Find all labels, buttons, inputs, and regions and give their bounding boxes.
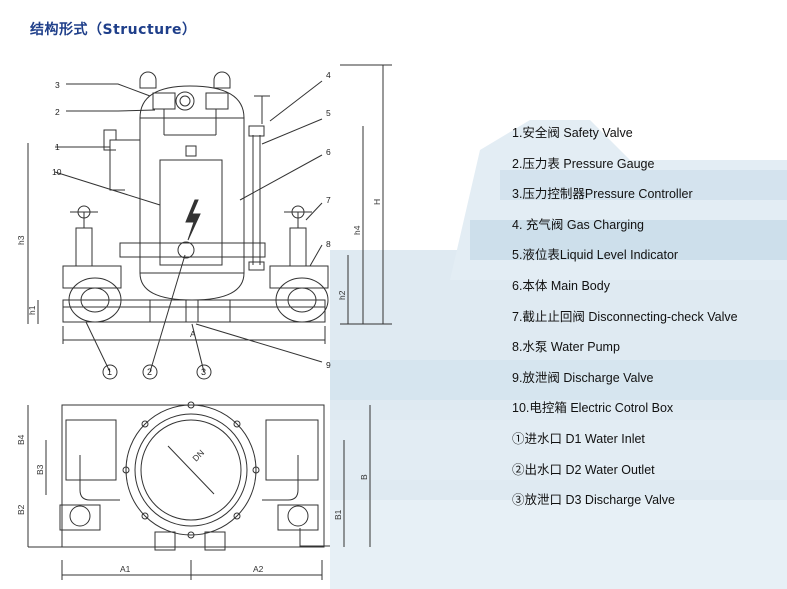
legend-item: 6.本体 Main Body: [512, 278, 610, 293]
legend-item: 7.截止止回阀 Disconnecting-check Valve: [512, 309, 738, 324]
svg-text:9: 9: [326, 360, 331, 370]
page-title: 结构形式（Structure）: [30, 22, 197, 38]
top-dimension-labels: B4 B3 B2 B1 B A1 A2 DN: [16, 434, 369, 574]
front-view: [27, 64, 392, 373]
svg-text:B2: B2: [16, 504, 26, 515]
svg-text:h2: h2: [337, 290, 347, 300]
svg-text:3: 3: [201, 367, 206, 377]
legend-item: 2.压力表 Pressure Gauge: [512, 156, 655, 171]
front-dimension-labels: h3 h1 A H h4 h2: [16, 199, 382, 339]
svg-text:A1: A1: [120, 564, 131, 574]
svg-text:A: A: [190, 329, 196, 339]
legend-item: ③放泄口 D3 Discharge Valve: [512, 493, 676, 508]
legend-item: 3.压力控制器Pressure Controller: [512, 187, 693, 202]
svg-text:7: 7: [326, 195, 331, 205]
legend-item: ①进水口 D1 Water Inlet: [512, 431, 645, 446]
svg-text:h1: h1: [27, 305, 37, 315]
svg-text:8: 8: [326, 239, 331, 249]
svg-text:1: 1: [107, 367, 112, 377]
svg-text:1: 1: [55, 142, 60, 152]
svg-text:B4: B4: [16, 434, 26, 445]
svg-text:B1: B1: [333, 509, 343, 520]
legend-item: ②出水口 D2 Water Outlet: [512, 462, 655, 477]
svg-text:6: 6: [326, 147, 331, 157]
circled-numbers: 1 2 3: [102, 364, 212, 380]
svg-text:2: 2: [55, 107, 60, 117]
svg-text:B3: B3: [35, 464, 45, 475]
svg-text:4: 4: [326, 70, 331, 80]
svg-text:H: H: [372, 199, 382, 205]
legend-item: 5.液位表Liquid Level Indicator: [512, 248, 679, 263]
svg-text:A2: A2: [253, 564, 264, 574]
svg-text:10: 10: [52, 167, 62, 177]
legend-item: 8.水泵 Water Pump: [512, 340, 620, 355]
svg-text:DN: DN: [190, 448, 206, 464]
legend-item: 1.安全阀 Safety Valve: [512, 126, 633, 140]
parts-legend: 1.安全阀 Safety Valve 2.压力表 Pressure Gauge …: [512, 122, 738, 520]
svg-text:B: B: [359, 474, 369, 480]
svg-text:h3: h3: [16, 235, 26, 245]
legend-item: 9.放泄阀 Discharge Valve: [512, 370, 654, 385]
top-view: [27, 401, 371, 580]
background-ship-image: [330, 120, 787, 589]
svg-text:2: 2: [147, 367, 152, 377]
svg-text:3: 3: [55, 80, 60, 90]
legend-item: 4. 充气阀 Gas Charging: [512, 217, 644, 232]
legend-item: 10.电控箱 Electric Cotrol Box: [512, 401, 674, 416]
svg-text:h4: h4: [352, 225, 362, 235]
svg-text:5: 5: [326, 108, 331, 118]
front-part-numbers: 3 2 1 10 4 5 6 7 8 9: [52, 70, 331, 370]
